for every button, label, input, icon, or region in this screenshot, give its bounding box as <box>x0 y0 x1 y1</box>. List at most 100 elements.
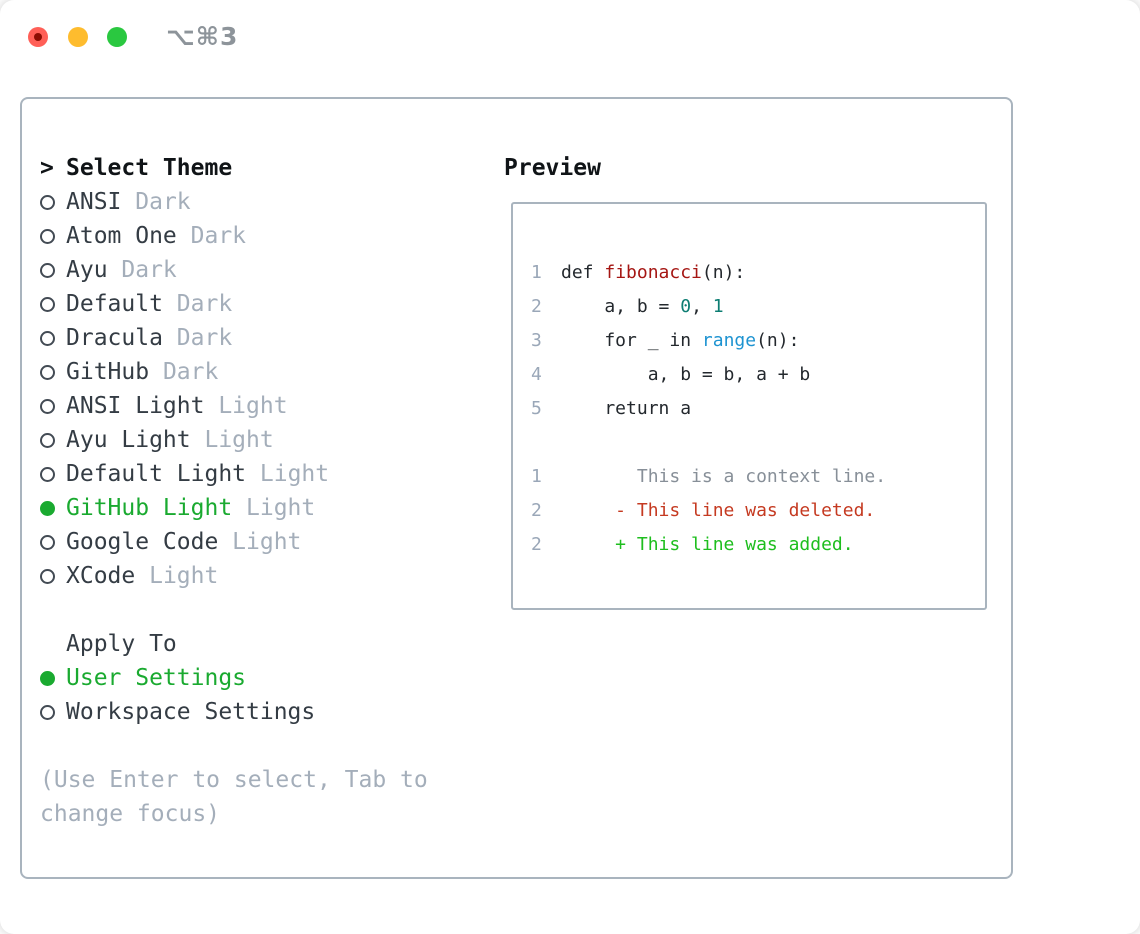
theme-variant-tag: Dark <box>121 257 177 283</box>
theme-name: ANSI <box>66 189 136 215</box>
radio-icon <box>40 228 55 244</box>
theme-variant-tag: Light <box>204 427 274 453</box>
line-number: 1 <box>531 465 542 487</box>
theme-name: GitHub <box>66 359 163 385</box>
preview-line: 4 a, b = b, a + b <box>531 357 985 391</box>
theme-option[interactable]: GitHub Dark <box>40 355 454 389</box>
theme-option[interactable]: Dracula Dark <box>40 321 454 355</box>
line-number: 5 <box>531 397 542 419</box>
theme-option[interactable]: Ayu Dark <box>40 253 454 287</box>
apply-to-heading-row: Apply To <box>40 627 454 661</box>
theme-variant-tag: Dark <box>135 189 191 215</box>
theme-variant-tag: Light <box>259 461 330 487</box>
preview-line <box>531 425 985 459</box>
radio-icon <box>40 330 55 346</box>
theme-variant-tag: Light <box>232 529 302 555</box>
theme-option[interactable]: Google Code Light <box>40 525 454 559</box>
apply-to-option-label: Workspace Settings <box>66 699 316 725</box>
line-content: def fibonacci(n): <box>561 262 745 283</box>
theme-variant-tag: Light <box>246 495 316 521</box>
code-token: for _ in <box>561 329 702 351</box>
minimize-button[interactable] <box>68 27 88 47</box>
radio-icon <box>40 398 55 414</box>
theme-name: Google Code <box>66 529 233 555</box>
radio-icon <box>40 704 55 720</box>
radio-selected-icon <box>40 500 55 516</box>
line-number: 2 <box>531 499 542 521</box>
theme-variant-tag: Dark <box>176 325 233 351</box>
code-token: return a <box>561 397 692 419</box>
window-title: ⌥⌘3 <box>166 22 239 51</box>
apply-to-heading: Apply To <box>66 631 177 657</box>
theme-option[interactable]: Ayu Light Light <box>40 423 454 457</box>
preview-line: 1 def fibonacci(n): <box>531 255 985 289</box>
radio-icon <box>40 262 55 278</box>
line-content: This is a context line. <box>561 466 886 487</box>
code-token: def <box>561 261 605 283</box>
theme-option[interactable]: Atom One Dark <box>40 219 454 253</box>
theme-name: Default Light <box>66 461 260 487</box>
radio-icon <box>40 568 55 584</box>
line-content: return a <box>561 398 691 419</box>
line-content: + This line was added. <box>561 534 853 555</box>
theme-picker-heading: Select Theme <box>66 155 233 181</box>
line-content: a, b = 0, 1 <box>561 295 724 317</box>
theme-variant-tag: Dark <box>162 359 219 385</box>
line-number: 2 <box>531 533 542 555</box>
radio-icon <box>40 466 55 482</box>
titlebar: ⌥⌘3 <box>0 0 1140 74</box>
radio-selected-icon <box>40 670 55 686</box>
code-token: (n): <box>756 329 800 351</box>
theme-option[interactable]: GitHub Light Light <box>40 491 454 525</box>
theme-option[interactable]: Default Dark <box>40 287 454 321</box>
line-content: for _ in range(n): <box>561 330 799 351</box>
theme-name: Dracula <box>66 325 177 351</box>
theme-option[interactable]: ANSI Light Light <box>40 389 454 423</box>
radio-icon <box>40 364 55 380</box>
preview-heading: Preview <box>504 155 601 181</box>
preview-line: 2 - This line was deleted. <box>531 493 985 527</box>
line-number: 3 <box>531 329 542 351</box>
preview-line: 3 for _ in range(n): <box>531 323 985 357</box>
theme-option[interactable]: Default Light Light <box>40 457 454 491</box>
apply-to-option[interactable]: User Settings <box>40 661 454 695</box>
theme-variant-tag: Dark <box>190 223 247 249</box>
spacer <box>40 593 454 627</box>
preview-line: 5 return a <box>531 391 985 425</box>
code-token: fibonacci <box>604 261 702 283</box>
code-token: a, b = b, a + b <box>561 363 811 385</box>
code-token: - This line was deleted. <box>561 499 876 521</box>
code-token: a, b = <box>561 295 681 317</box>
theme-option[interactable]: XCode Light <box>40 559 454 593</box>
apply-to-option-label: User Settings <box>66 665 247 691</box>
code-token: 1 <box>712 295 724 317</box>
close-button[interactable] <box>28 27 48 47</box>
line-number: 1 <box>531 261 542 283</box>
line-number: 4 <box>531 363 542 385</box>
theme-variant-tag: Light <box>149 563 219 589</box>
preview-line: 1 This is a context line. <box>531 459 985 493</box>
radio-icon <box>40 534 55 550</box>
line-number: 2 <box>531 295 542 317</box>
line-content: a, b = b, a + b <box>561 363 811 385</box>
zoom-button[interactable] <box>107 27 127 47</box>
theme-name: Ayu Light <box>66 427 205 453</box>
radio-icon <box>40 296 55 312</box>
code-token: , <box>691 295 713 317</box>
theme-name: Atom One <box>66 223 191 249</box>
apply-to-option[interactable]: Workspace Settings <box>40 695 454 729</box>
theme-option[interactable]: ANSI Dark <box>40 185 454 219</box>
code-token: This is a context line. <box>561 465 887 487</box>
code-token: range <box>701 329 757 351</box>
keyboard-hint: (Use Enter to select, Tab to change focu… <box>40 767 428 827</box>
radio-icon <box>40 194 55 210</box>
theme-name: XCode <box>66 563 150 589</box>
cursor-prefix-icon: > <box>40 155 54 181</box>
